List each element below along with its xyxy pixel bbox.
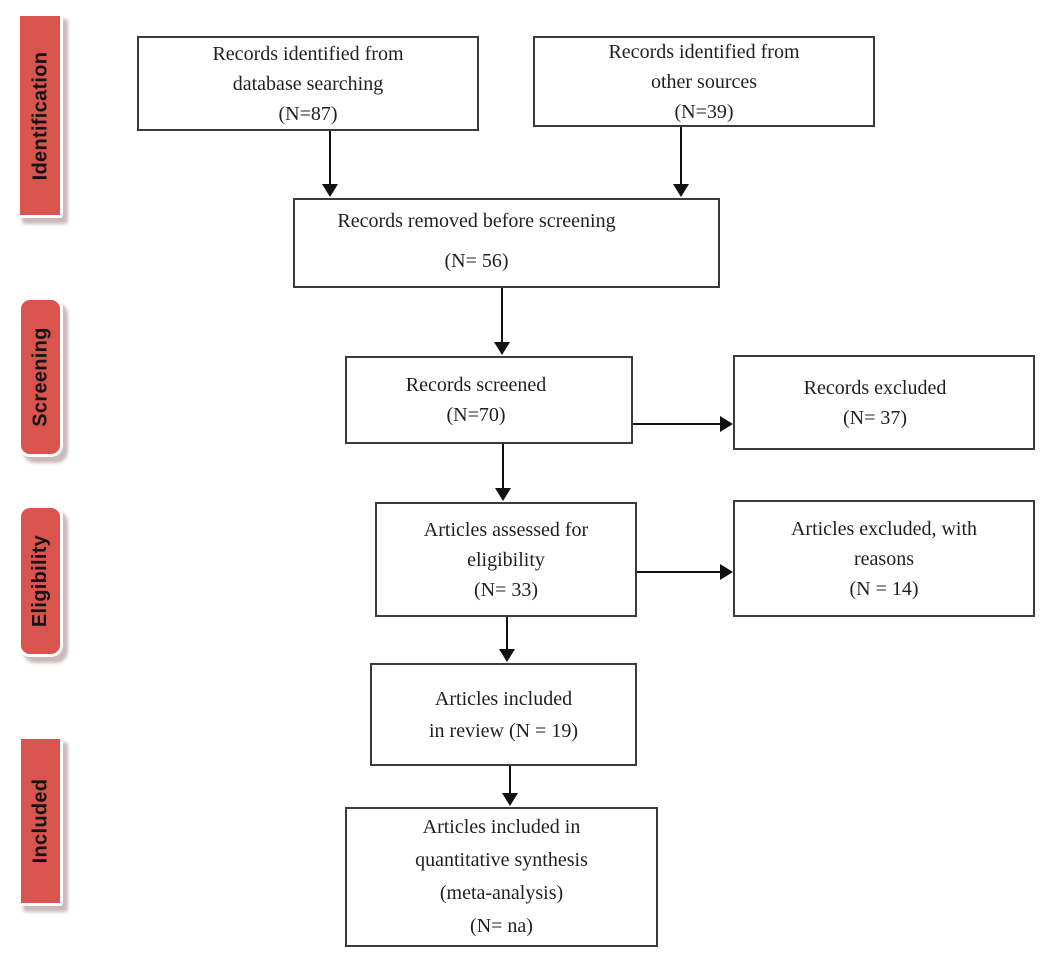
stage-label-text: Included bbox=[29, 778, 52, 864]
box-text-line: (meta-analysis) bbox=[439, 882, 564, 904]
stage-label-screening: Screening bbox=[18, 297, 63, 457]
arrowhead-down-icon bbox=[673, 184, 689, 197]
arrowhead-right-icon bbox=[720, 416, 733, 432]
stage-label-identification: Identification bbox=[17, 13, 63, 218]
box-text-line: (N=87) bbox=[278, 102, 338, 125]
arrowhead-down-icon bbox=[322, 184, 338, 197]
box-text-line: (N= na) bbox=[470, 915, 533, 937]
arrow-shaft bbox=[501, 288, 503, 345]
stage-label-text: Identification bbox=[29, 51, 51, 180]
box-text-line: Records screened bbox=[405, 374, 547, 396]
arrowhead-right-icon bbox=[720, 564, 733, 580]
box-text-line: (N=39) bbox=[674, 100, 734, 123]
box-articles-excluded-reasons: Articles excluded, with reasons (N = 14) bbox=[733, 500, 1035, 617]
box-text-line: Records identified from bbox=[212, 42, 404, 65]
box-text-line: Articles included in bbox=[422, 816, 581, 838]
box-text-line: quantitative synthesis bbox=[415, 849, 588, 871]
box-text-line: reasons bbox=[854, 547, 914, 570]
arrow-shaft bbox=[329, 131, 331, 187]
box-text-line: in review (N = 19) bbox=[428, 719, 578, 742]
box-text-line: Articles excluded, with bbox=[790, 517, 978, 540]
stage-label-text: Eligibility bbox=[29, 534, 52, 628]
box-text-line: (N= 33) bbox=[473, 578, 539, 601]
box-text-line: Articles assessed for bbox=[423, 518, 589, 541]
arrow-shaft bbox=[506, 617, 508, 652]
box-text-line: (N=70) bbox=[446, 404, 506, 426]
box-records-identified-other: Records identified from other sources (N… bbox=[533, 36, 875, 127]
stage-label-eligibility: Eligibility bbox=[18, 505, 63, 657]
arrow-shaft bbox=[509, 766, 511, 796]
box-records-screened: Records screened (N=70) bbox=[345, 356, 633, 444]
box-records-identified-database: Records identified from database searchi… bbox=[137, 36, 479, 131]
arrow-shaft bbox=[680, 127, 682, 187]
box-text-line: (N= 56) bbox=[444, 250, 509, 272]
box-articles-included-quantitative: Articles included in quantitative synthe… bbox=[345, 807, 658, 947]
arrowhead-down-icon bbox=[502, 793, 518, 806]
box-articles-included-review: Articles included in review (N = 19) bbox=[370, 663, 637, 766]
box-text-line: Records identified from bbox=[608, 40, 800, 63]
arrowhead-down-icon bbox=[499, 649, 515, 662]
box-records-removed-before-screening: Records removed before screening (N= 56) bbox=[293, 198, 720, 288]
stage-label-included: Included bbox=[18, 736, 63, 906]
box-text-line: Articles included bbox=[434, 687, 573, 710]
box-text-line: Records removed before screening bbox=[337, 210, 616, 232]
box-articles-assessed-eligibility: Articles assessed for eligibility (N= 33… bbox=[375, 502, 637, 617]
arrowhead-down-icon bbox=[494, 342, 510, 355]
box-text-line: other sources bbox=[650, 70, 758, 93]
arrow-shaft bbox=[502, 444, 504, 491]
arrowhead-down-icon bbox=[495, 488, 511, 501]
box-records-excluded: Records excluded (N= 37) bbox=[733, 355, 1035, 450]
stage-label-text: Screening bbox=[29, 327, 52, 427]
box-text-line: (N= 37) bbox=[842, 406, 908, 429]
box-text-line: Records excluded bbox=[803, 376, 947, 399]
arrow-shaft bbox=[633, 423, 723, 425]
box-text-line: eligibility bbox=[467, 548, 545, 571]
box-text-line: (N = 14) bbox=[849, 577, 919, 600]
box-text-line: database searching bbox=[232, 72, 384, 95]
arrow-shaft bbox=[637, 571, 723, 573]
